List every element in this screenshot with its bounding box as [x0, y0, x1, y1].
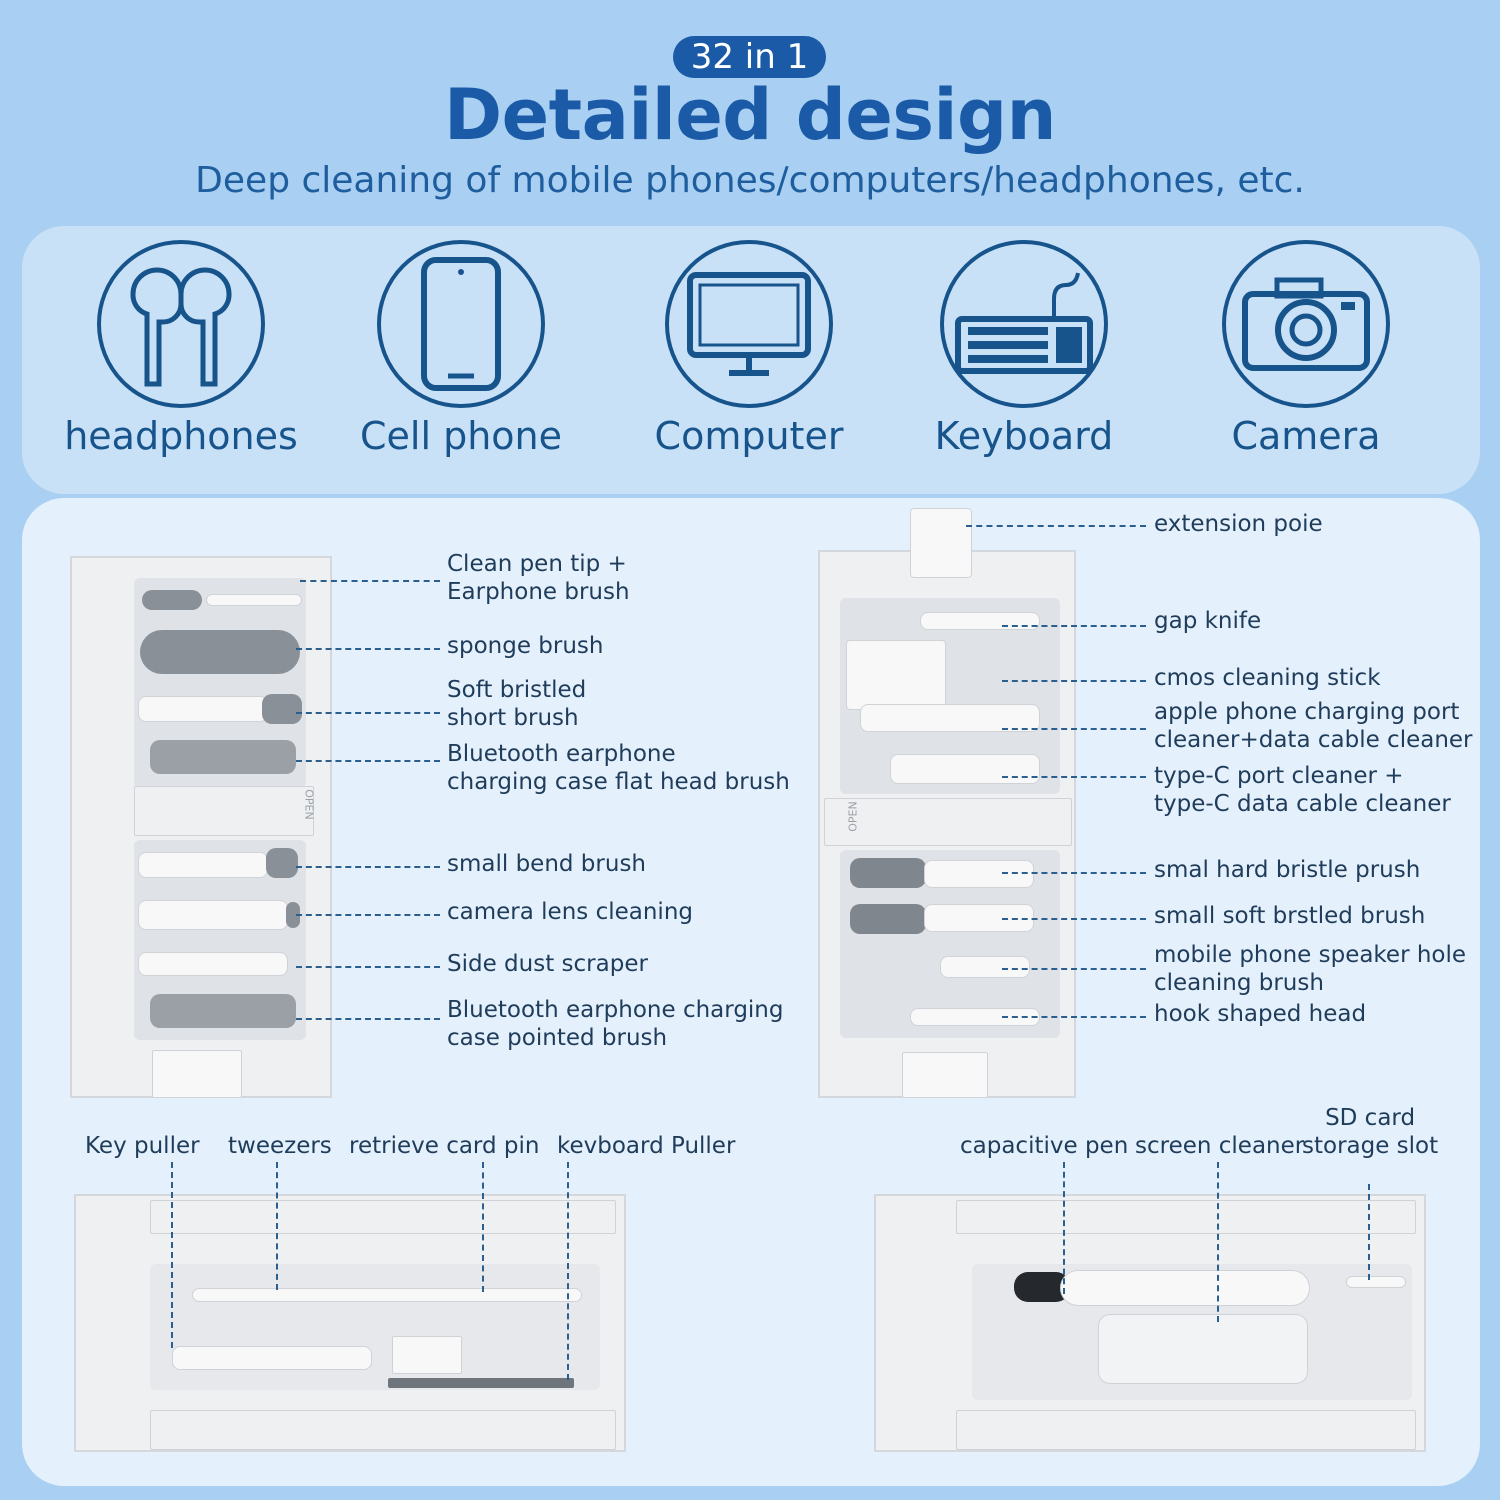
right-cleaning-unit: OPEN	[818, 508, 1076, 1098]
device-label: Keyboard	[934, 414, 1114, 458]
bottom-right-unit	[874, 1194, 1426, 1452]
device-panel: headphones Cell phone Computer	[22, 226, 1480, 494]
label-cmos-cleaning-stick: cmos cleaning stick	[1154, 665, 1381, 691]
bottom-left-unit	[74, 1194, 626, 1452]
keyboard-icon	[940, 240, 1108, 408]
label-side-dust-scraper: Side dust scraper	[447, 951, 648, 977]
label-type-c-cleaner: type-C port cleaner + type-C data cable …	[1154, 763, 1451, 817]
device-label: Computer	[654, 414, 844, 458]
label-speaker-hole-brush: mobile phone speaker hole cleaning brush	[1154, 942, 1467, 996]
label-small-bend-brush: small bend brush	[447, 851, 647, 877]
device-camera: Camera	[1176, 240, 1436, 458]
open-label: OPEN	[846, 801, 860, 832]
camera-icon	[1222, 240, 1390, 408]
label-apple-port-cleaner: apple phone charging port cleaner+data c…	[1154, 699, 1473, 753]
page-title: Detailed design	[444, 74, 1056, 156]
device-label: Cell phone	[359, 414, 563, 458]
label-tweezers: tweezers	[228, 1133, 332, 1159]
device-cell-phone: Cell phone	[331, 240, 591, 458]
device-label: Camera	[1231, 414, 1381, 458]
label-sd-card-slot: SD card storage slot	[1302, 1105, 1439, 1159]
label-sponge-brush: sponge brush	[447, 633, 604, 659]
label-keyboard-puller: kevboard Puller	[557, 1133, 736, 1159]
label-clean-pen-tip: Clean pen tip + Earphone brush	[447, 551, 630, 605]
page-subtitle: Deep cleaning of mobile phones/computers…	[195, 160, 1305, 201]
device-computer: Computer	[619, 240, 879, 458]
device-keyboard: Keyboard	[894, 240, 1154, 458]
badge: 32 in 1	[673, 36, 826, 78]
label-flat-head-brush: Bluetooth earphone charging case flat he…	[447, 741, 790, 795]
label-camera-lens-cleaning: camera lens cleaning	[447, 899, 693, 925]
device-label: headphones	[64, 414, 298, 458]
label-hook-shaped-head: hook shaped head	[1154, 1001, 1367, 1027]
computer-icon	[665, 240, 833, 408]
label-soft-bristled-brush: Soft bristled short brush	[447, 677, 587, 731]
device-headphones: headphones	[51, 240, 311, 458]
label-pointed-brush: Bluetooth earphone charging case pointed…	[447, 997, 784, 1051]
open-label: OPEN	[302, 789, 316, 820]
label-key-puller: Key puller	[85, 1133, 200, 1159]
headphones-icon	[97, 240, 265, 408]
label-retrieve-card-pin: retrieve card pin	[349, 1133, 540, 1159]
cell-phone-icon	[377, 240, 545, 408]
label-extension-pole: extension poie	[1154, 511, 1323, 537]
label-capacitive-pen: capacitive pen	[960, 1133, 1129, 1159]
label-screen-cleaner: screen cleaner	[1135, 1133, 1305, 1159]
left-cleaning-unit: OPEN	[70, 556, 332, 1098]
label-soft-bristled-brush-small: small soft brstled brush	[1154, 903, 1426, 929]
label-gap-knife: gap knife	[1154, 608, 1262, 634]
label-hard-bristle-brush: smal hard bristle prush	[1154, 857, 1421, 883]
